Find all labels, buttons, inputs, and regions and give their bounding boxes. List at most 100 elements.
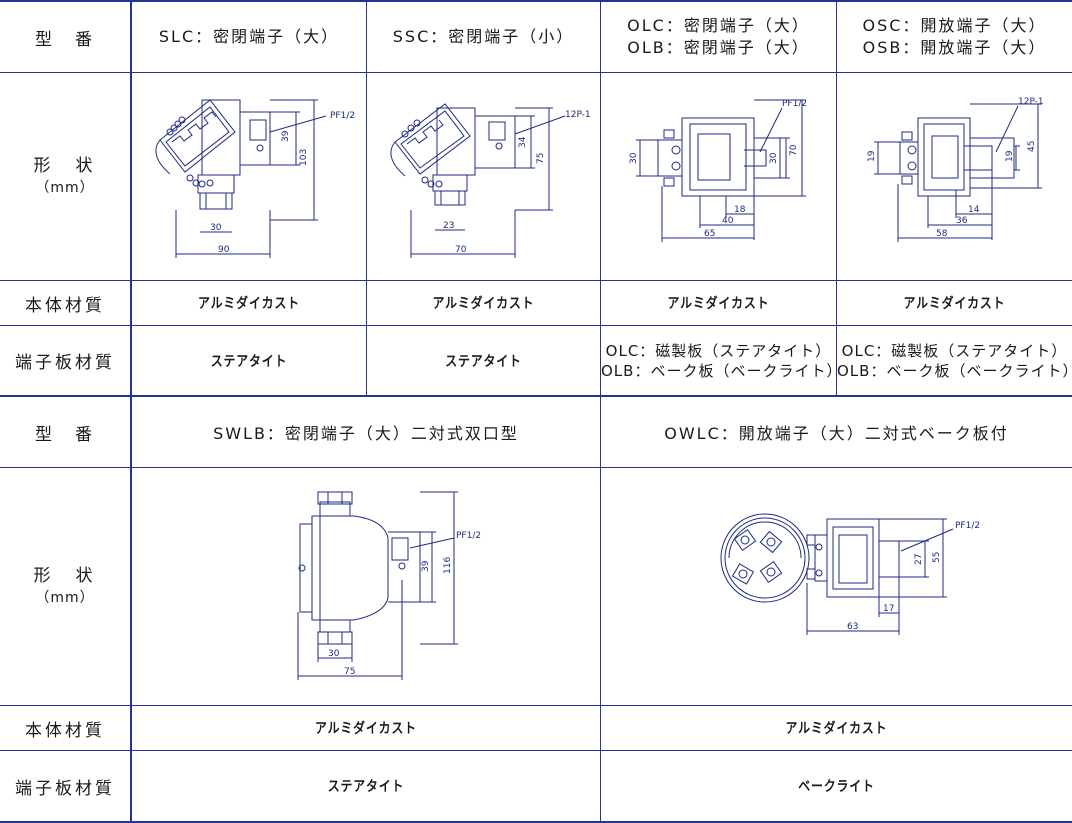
dim-h-outer: 70: [789, 144, 799, 156]
dim-callout: PF1/2: [330, 111, 355, 121]
dim-h-inner: 30: [769, 152, 779, 164]
grid-line: [0, 72, 1072, 73]
shape-label: 形 状 （mm）: [0, 73, 130, 280]
dim-callout: 12P-1: [565, 110, 591, 120]
grid-line: [130, 0, 132, 823]
grid-line: [600, 0, 601, 823]
dim-w1: 14: [968, 205, 980, 215]
ssc-dimensions: 12P-1 34 75 23 70: [410, 107, 591, 258]
model-olc-olb: OLC：密閉端子（大） OLB：密閉端子（大）: [601, 2, 836, 72]
model-name: SLC：密閉端子（大）: [158, 27, 340, 46]
osc-drawing: 12P-1 19 19 45 14 36 58: [867, 97, 1044, 242]
grid-line: [0, 705, 1072, 706]
dim-w-inner: 30: [328, 649, 340, 659]
body-material: アルミダイカスト: [315, 721, 417, 737]
dim-h-left: 30: [629, 152, 639, 164]
dim-w-outer: 63: [847, 622, 858, 632]
grid-line: [836, 0, 837, 396]
body-material-label: 本体材質: [25, 720, 105, 741]
model-name: SSC：密閉端子（小）: [392, 27, 575, 46]
dim-h-outer: 75: [536, 153, 546, 164]
model-name: OLC：密閉端子（大）: [627, 16, 810, 35]
grid-line: [0, 0, 1072, 2]
dim-w2: 40: [722, 216, 734, 226]
dim-w-outer: 70: [455, 245, 467, 255]
slc-body: [155, 99, 271, 210]
olc-dimensions: PF1/2 30 30 70 18 40 65: [629, 99, 807, 242]
terminal-material-label: 端子板材質: [15, 353, 115, 373]
dim-h-outer: 55: [932, 552, 942, 563]
shape-label-text: 形 状: [33, 565, 97, 586]
grid-line: [0, 395, 1072, 397]
dim-w-outer: 75: [344, 667, 355, 677]
owlc-drawing: PF1/2 27 55 17 63: [720, 513, 980, 635]
dim-h-inner: 39: [421, 560, 431, 572]
terminal-material: ステアタイト: [210, 353, 288, 370]
grid-line: [0, 467, 1072, 468]
slc-dimensions: PF1/2 39 103 30 90: [175, 99, 355, 258]
terminal-material: OLC：磁製板（ステアタイト） OLB：ベーク板（ベークライト）: [601, 326, 843, 395]
model-name: OLB：密閉端子（大）: [627, 38, 810, 57]
body-material: アルミダイカスト: [903, 296, 1006, 312]
owlc-terminals: [731, 528, 783, 585]
swlb-drawing: PF1/2 39 116 30 75: [297, 491, 481, 680]
dim-callout: 12P-1: [1018, 97, 1044, 107]
body-material: アルミダイカスト: [667, 296, 770, 312]
body-material: アルミダイカスト: [198, 296, 300, 312]
grid-line: [366, 0, 367, 396]
dim-h-outer: 103: [299, 149, 309, 166]
dim-h-inner: 27: [914, 554, 924, 565]
body-material: アルミダイカスト: [432, 296, 535, 312]
owlc-body: [720, 513, 900, 603]
terminal-material-line: OLB：ベーク板（ベークライト）: [601, 361, 843, 380]
slc-drawing: PF1/2 39 103 30 90: [155, 99, 355, 258]
swlb-body: [298, 491, 421, 645]
terminal-material-line: OLC：磁製板（ステアタイト）: [841, 341, 1068, 360]
shape-label-text: 形 状: [33, 155, 97, 176]
dim-callout: PF1/2: [955, 521, 980, 531]
owlc-dimensions: PF1/2 27 55 17 63: [806, 518, 980, 635]
grid-line: [0, 325, 1072, 326]
grid-line: [0, 280, 1072, 281]
dim-callout: PF1/2: [456, 531, 481, 541]
dim-w-outer: 90: [218, 245, 230, 255]
osc-dimensions: 12P-1 19 19 45 14 36 58: [867, 97, 1044, 242]
dim-h-outer: 45: [1027, 141, 1037, 152]
dim-h-left: 19: [867, 150, 877, 162]
model-slc: SLC：密閉端子（大）: [132, 2, 366, 72]
unit-label: （mm）: [35, 179, 95, 196]
model-swlb: SWLB：密閉端子（大）二対式双口型: [213, 424, 519, 443]
ssc-body: [390, 103, 516, 206]
dim-callout: PF1/2: [782, 99, 807, 109]
model-osc-osb: OSC：開放端子（大） OSB：開放端子（大）: [837, 2, 1072, 72]
grid-line: [0, 821, 1072, 823]
terminal-material: ステアタイト: [327, 779, 405, 795]
dim-w-inner: 30: [210, 223, 222, 233]
dim-h-outer: 116: [443, 557, 453, 574]
dim-w3: 58: [936, 229, 948, 239]
body-material-label: 本体材質: [25, 295, 105, 316]
model-owlc: OWLC：開放端子（大）二対式ベーク板付: [664, 424, 1009, 443]
dim-h-inner: 34: [518, 136, 528, 148]
swlb-dimensions: PF1/2 39 116 30 75: [297, 491, 481, 680]
ssc-drawing: 12P-1 34 75 23 70: [390, 103, 591, 258]
terminal-material: ベークライト: [798, 779, 875, 795]
dim-w3: 65: [704, 229, 715, 239]
terminal-material-line: OLB：ベーク板（ベークライト）: [837, 361, 1072, 380]
dim-w1: 18: [734, 205, 746, 215]
model-ssc: SSC：密閉端子（小）: [367, 2, 600, 72]
terminal-material-label: 端子板材質: [15, 778, 115, 799]
dim-h-inner: 19: [1005, 150, 1015, 162]
unit-label: （mm）: [35, 589, 95, 606]
terminal-material: ステアタイト: [445, 353, 522, 370]
olc-drawing: PF1/2 30 30 70 18 40 65: [629, 99, 807, 242]
dim-h-inner: 39: [281, 130, 291, 142]
dim-w-inner: 23: [443, 221, 454, 231]
model-name: OSC：開放端子（大）: [862, 16, 1047, 35]
model-label: 型 番: [35, 29, 95, 50]
model-label: 型 番: [35, 424, 95, 445]
model-name: OSB：開放端子（大）: [862, 38, 1047, 57]
terminal-material: OLC：磁製板（ステアタイト） OLB：ベーク板（ベークライト）: [837, 326, 1072, 395]
dim-w-inner: 17: [883, 604, 894, 614]
